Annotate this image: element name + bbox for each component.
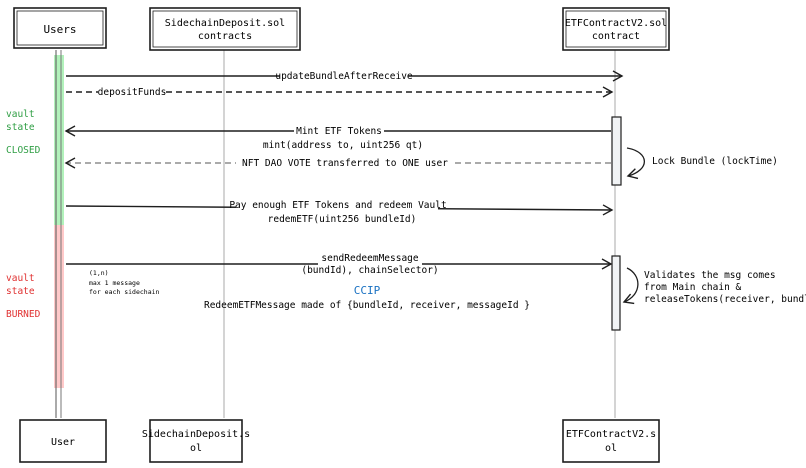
sidechain-box-bottom: SidechainDeposit.s ol [142,419,250,463]
etf-label-top-1: ETFContractV2.sol [565,18,667,29]
burned-state-line2: state [6,286,35,297]
sidechain-label-bottom-1: SidechainDeposit.s [142,429,250,440]
sidechain-label-top-1: SidechainDeposit.sol [165,18,285,29]
etf-label-bottom-1: ETFContractV2.s [566,429,656,440]
closed-state-line1: vault [6,109,35,120]
validate-arrow [622,267,639,305]
nft-vote-label: NFT DAO VOTE transferred to ONE user [242,158,448,169]
lock-bundle-arrow [626,147,645,180]
lock-bundle-label: Lock Bundle (lockTime) [652,156,778,167]
sidechain-box-top: SidechainDeposit.sol contracts [149,7,301,51]
pay-redeem-label-1: Pay enough ETF Tokens and redeem Vault [229,200,446,211]
deposit-funds-label: depositFunds [98,87,167,98]
closed-state-line2: state [6,122,35,133]
cardinality-note-1: (1,n) [89,269,109,277]
burned-state-line1: vault [6,273,35,284]
etf-box-bottom: ETFContractV2.s ol [562,419,660,463]
validate-label-1: Validates the msg comes [644,270,776,281]
cardinality-note-2: max 1 message [89,279,140,287]
update-bundle-label: updateBundleAfterReceive [275,71,413,82]
redeem-message-label: RedeemETFMessage made of {bundleId, rece… [204,300,530,311]
mint-label-1: Mint ETF Tokens [296,126,382,137]
validate-label-2: from Main chain & [644,282,742,293]
etf-activation-2 [611,255,621,331]
burned-state-line3: BURNED [6,309,41,320]
mint-label-2: mint(address to, uint256 qt) [263,140,423,151]
pay-redeem-label-2: redemETF(uint256 bundleId) [268,214,417,225]
users-label-bottom: User [51,437,75,448]
burned-state-band [54,225,64,388]
closed-state-line3: CLOSED [6,145,41,156]
validate-label-3: releaseTokens(receiver, bundleId) [644,294,806,305]
send-redeem-label-2: (bundId), chainSelector) [301,265,438,276]
users-box-top: Users [13,7,107,49]
ccip-label: CCIP [354,284,381,297]
etf-label-bottom-2: ol [605,443,617,454]
sidechain-label-bottom-2: ol [190,443,202,454]
sidechain-label-top-2: contracts [198,31,252,42]
etf-box-top: ETFContractV2.sol contract [562,7,670,51]
cardinality-note-3: for each sidechain [89,288,160,296]
send-redeem-label-1: sendRedeemMessage [321,253,419,264]
etf-label-top-2: contract [592,31,640,42]
closed-state-band [54,55,64,225]
users-box-bottom: User [19,419,107,463]
users-label-top: Users [43,23,76,36]
etf-activation-1 [611,116,622,186]
